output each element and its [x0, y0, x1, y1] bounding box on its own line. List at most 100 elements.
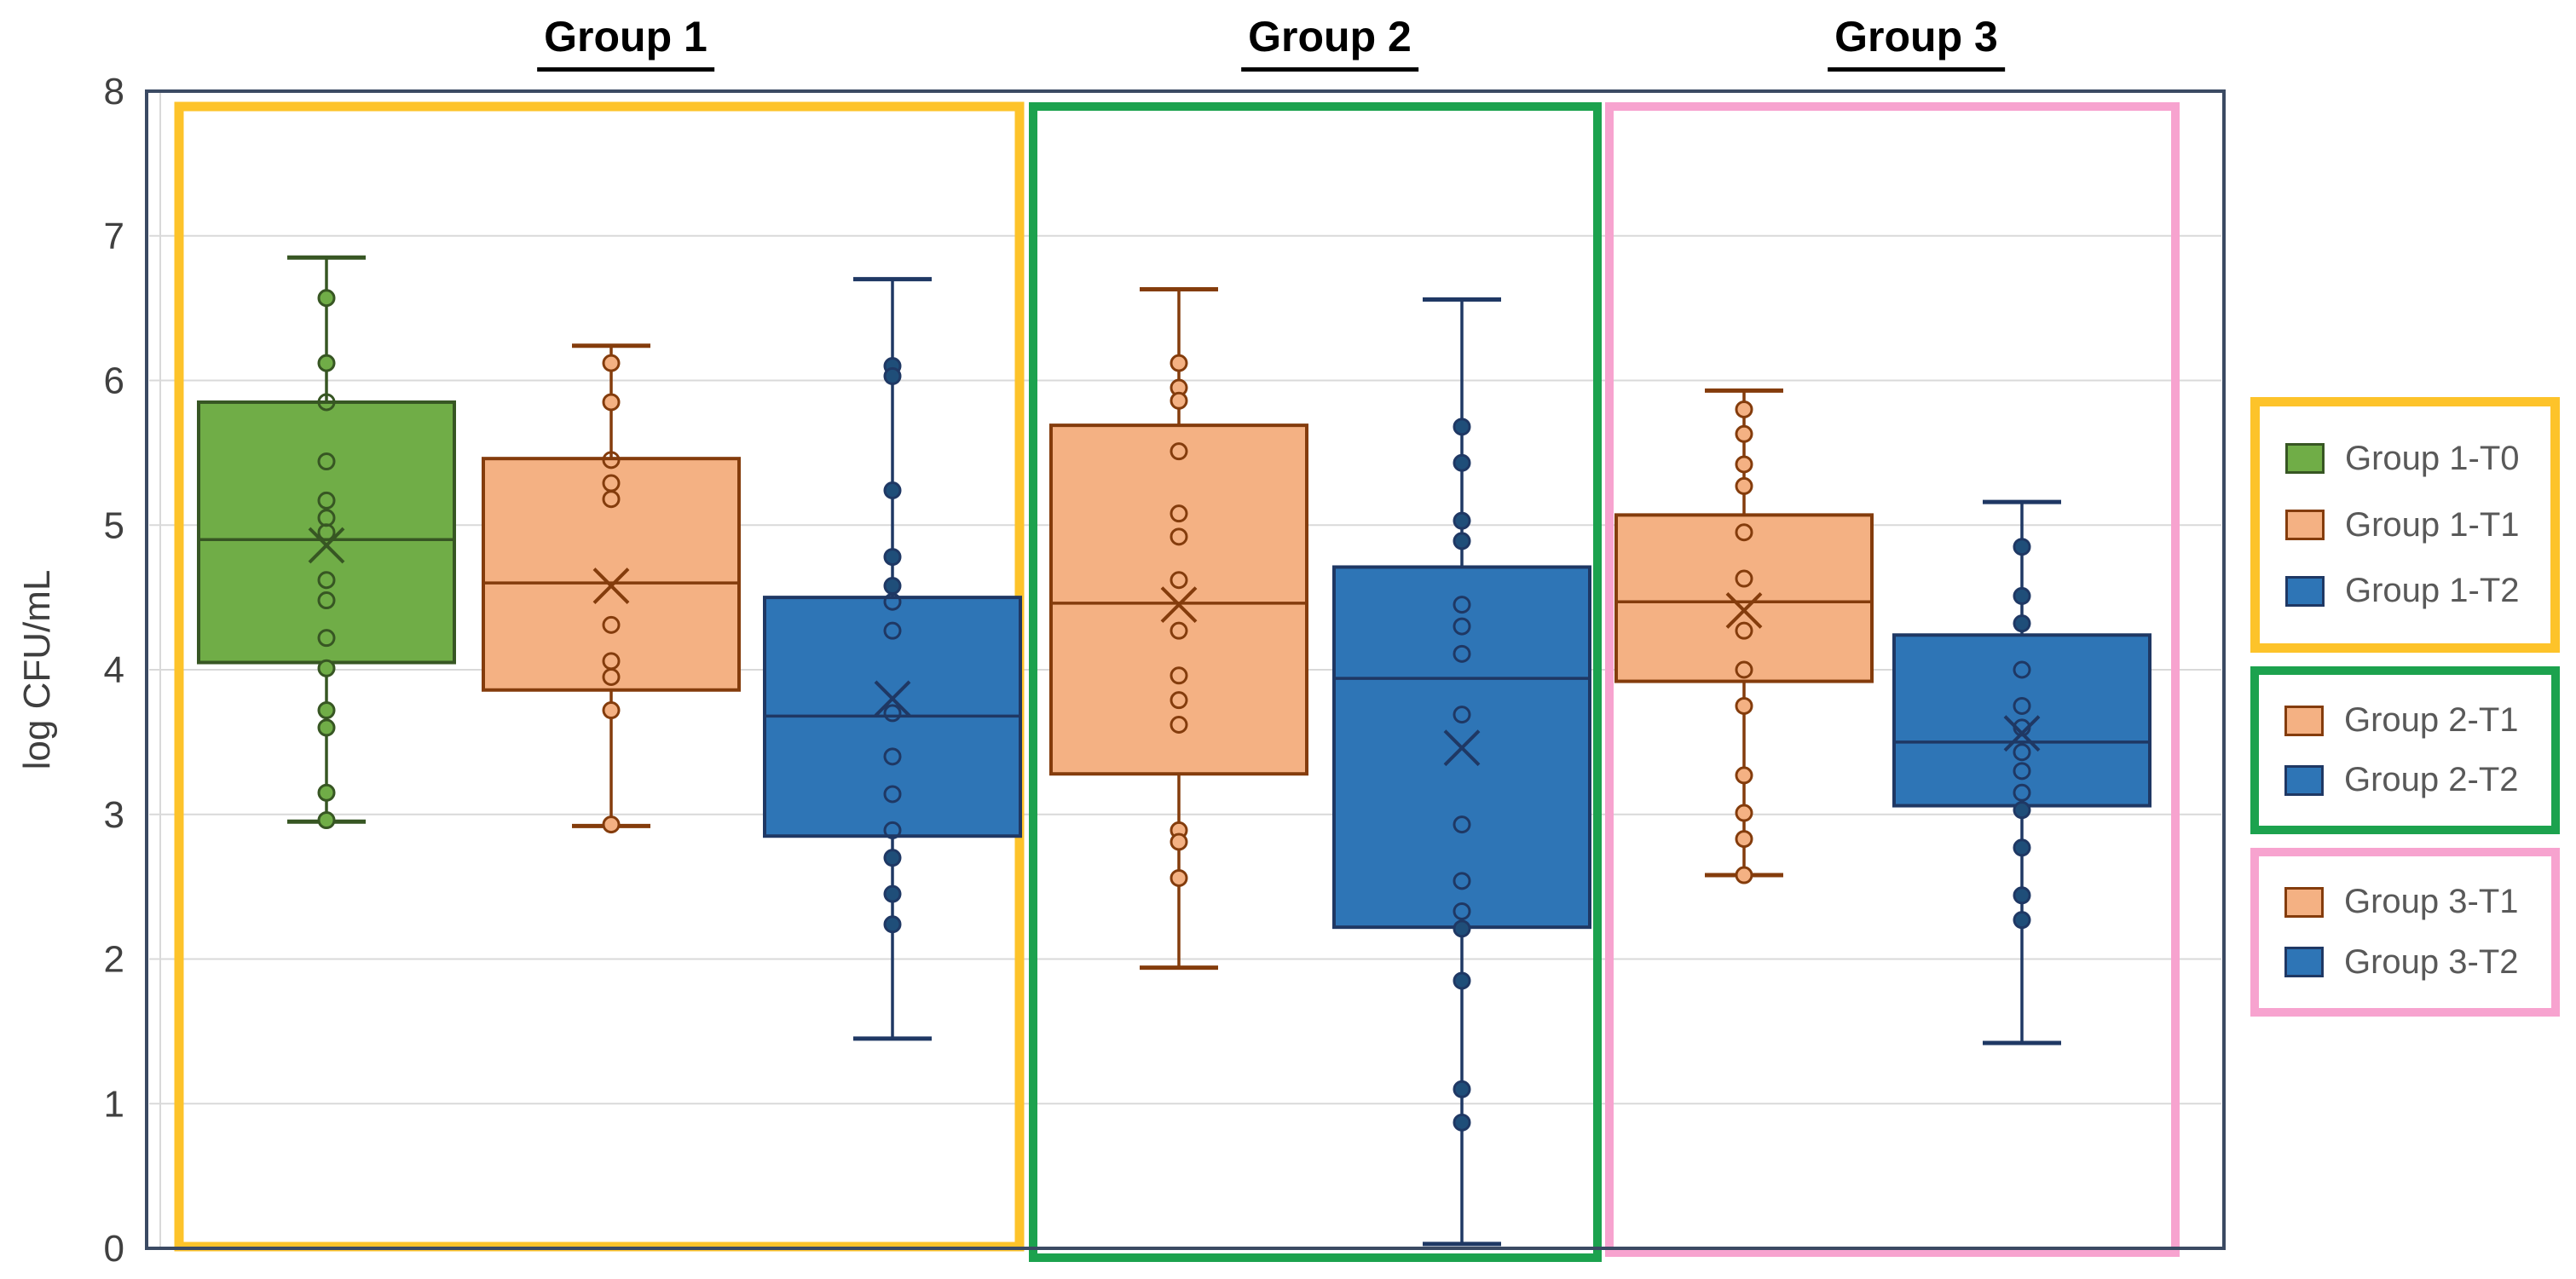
y-tick-label: 3	[104, 794, 124, 836]
iqr-box	[482, 457, 741, 692]
data-point	[602, 451, 621, 470]
data-point	[1735, 476, 1753, 495]
data-point	[1170, 504, 1188, 523]
data-point	[883, 785, 902, 804]
data-point	[1453, 919, 1471, 938]
legend-item-label: Group 1-T0	[2345, 439, 2520, 477]
legend-swatch-blue	[2284, 764, 2324, 796]
data-point	[317, 523, 336, 542]
data-point	[1735, 660, 1753, 679]
data-point	[317, 571, 336, 590]
data-point	[2013, 783, 2031, 802]
legend-item-label: Group 3-T2	[2344, 942, 2519, 981]
data-point	[1453, 971, 1471, 990]
data-point	[1453, 1080, 1471, 1098]
y-tick-label: 4	[104, 649, 124, 691]
mean-marker	[874, 680, 911, 717]
legend-item: Group 2-T1	[2259, 701, 2551, 740]
data-point	[1170, 354, 1188, 372]
data-point	[317, 491, 336, 510]
data-point	[1170, 621, 1188, 640]
data-point	[1453, 902, 1471, 920]
data-point	[317, 701, 336, 720]
data-point	[1453, 511, 1471, 530]
data-point	[1170, 527, 1188, 546]
data-point	[317, 783, 336, 802]
data-point	[883, 621, 902, 640]
data-point	[883, 747, 902, 766]
data-point	[1453, 815, 1471, 834]
data-point	[1735, 621, 1753, 640]
data-point	[317, 354, 336, 372]
iqr-box	[1049, 423, 1308, 776]
legend-swatch-green	[2285, 443, 2325, 475]
legend-item: Group 3-T1	[2259, 883, 2551, 921]
legend-frame-group-1: Group 1-T0 Group 1-T1 Group 1-T2	[2250, 397, 2560, 653]
mean-marker	[2003, 715, 2041, 752]
group-frame-2	[1029, 102, 1602, 1262]
data-point	[1170, 716, 1188, 735]
data-point	[317, 629, 336, 648]
data-point	[1735, 424, 1753, 443]
iqr-box	[1614, 513, 1874, 683]
data-point	[602, 667, 621, 686]
data-point	[1170, 391, 1188, 410]
data-point	[602, 393, 621, 412]
data-point	[317, 393, 336, 412]
data-point	[1170, 833, 1188, 851]
legend-item: Group 3-T2	[2259, 943, 2551, 982]
data-point	[317, 659, 336, 677]
box-series-group-2-t2	[1332, 297, 1591, 1247]
box-series-layer	[197, 255, 2151, 1247]
group-frame-3	[1605, 102, 2180, 1257]
legend-frame-group-2: Group 2-T1 Group 2-T2	[2250, 666, 2560, 834]
y-tick-label: 7	[104, 216, 124, 257]
data-point	[1453, 596, 1471, 614]
data-point	[883, 481, 902, 500]
box-series-group-1-t1	[482, 343, 741, 834]
legend-item-label: Group 2-T1	[2344, 701, 2519, 739]
legend-item-label: Group 1-T1	[2345, 505, 2520, 544]
data-point	[883, 915, 902, 934]
data-point	[1170, 691, 1188, 710]
data-point	[883, 548, 902, 567]
data-point	[2013, 538, 2031, 556]
group-title-2: Group 2	[1241, 12, 1418, 72]
box-series-group-3-t2	[1892, 499, 2151, 1046]
y-tick-label: 0	[104, 1228, 124, 1270]
data-point	[2013, 886, 2031, 905]
data-point	[2013, 801, 2031, 820]
y-tick-label: 5	[104, 504, 124, 546]
data-point	[1735, 766, 1753, 785]
legend-swatch-orange	[2284, 705, 2324, 736]
iqr-box	[197, 400, 456, 665]
mean-marker	[592, 567, 630, 604]
data-point	[2013, 838, 2031, 857]
group-title-3: Group 3	[1828, 12, 2005, 72]
mean-marker	[1443, 729, 1481, 767]
data-point	[2013, 586, 2031, 605]
data-point	[317, 289, 336, 308]
data-point	[2013, 743, 2031, 762]
data-point	[2013, 660, 2031, 679]
y-axis-title: log CFU/mL	[16, 569, 58, 770]
data-point	[317, 718, 336, 737]
data-point	[1453, 706, 1471, 724]
data-point	[1735, 696, 1753, 715]
data-point	[883, 704, 902, 723]
legend-swatch-blue	[2285, 575, 2325, 607]
data-point	[1453, 532, 1471, 550]
legend-item-label: Group 3-T1	[2344, 883, 2519, 921]
plot-border	[145, 89, 2226, 1250]
legend-swatch-blue	[2284, 947, 2324, 978]
data-point	[883, 577, 902, 596]
data-point	[1735, 523, 1753, 542]
data-point	[317, 811, 336, 830]
data-point	[1735, 804, 1753, 822]
data-point	[1735, 830, 1753, 849]
data-point	[1453, 872, 1471, 890]
data-point	[883, 366, 902, 385]
